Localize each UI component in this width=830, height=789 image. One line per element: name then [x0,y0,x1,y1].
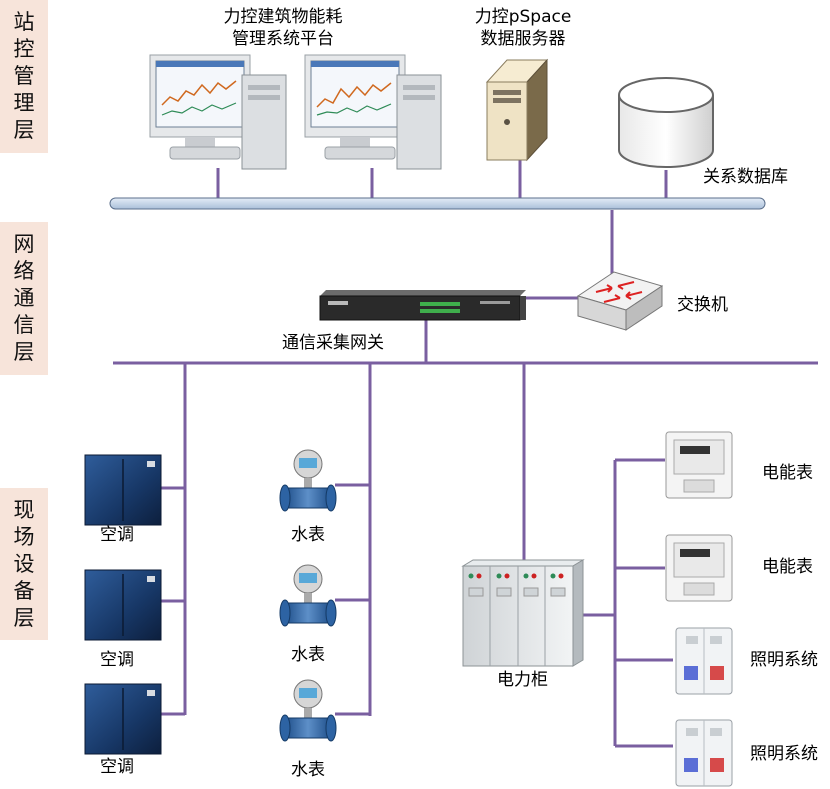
energy-meter-2 [665,534,733,602]
air-conditioner-1 [84,454,162,526]
water-meter-2 [279,564,337,627]
power-cabinet-icon [461,559,585,667]
energy-meter-label-2: 电能表 [762,557,813,577]
gateway-label: 通信采集网关 [282,333,384,353]
water-meter-label-3: 水表 [291,760,325,780]
lighting-label-2: 照明系统 [750,744,818,764]
air-conditioner-3 [84,683,162,755]
gateway-device [319,290,526,321]
database-icon [618,77,714,168]
ac-label-3: 空调 [100,757,134,777]
water-meter-label-1: 水表 [291,525,325,545]
connection-lines [113,160,818,748]
water-meter-1 [279,449,337,512]
switch-label: 交换机 [677,295,728,315]
water-meter-3 [279,679,337,742]
energy-meter-1 [665,431,733,499]
power-cabinet-label: 电力柜 [497,670,548,690]
database-label: 关系数据库 [703,167,788,187]
ac-label-2: 空调 [100,650,134,670]
water-meter-label-2: 水表 [291,645,325,665]
switch-icon [576,271,664,331]
workstation-2 [304,54,442,170]
lighting-breaker-2 [675,719,733,787]
air-conditioner-2 [84,569,162,641]
lighting-label-1: 照明系统 [750,650,818,670]
workstation-1 [149,54,287,170]
lighting-breaker-1 [675,627,733,695]
layer-label-field: 现场设备层 [0,488,48,640]
layer-label-station: 站控管理层 [0,0,48,153]
server-label-line1: 力控pSpace [474,7,572,27]
ac-label-1: 空调 [100,525,134,545]
platform-label-line1: 力控建筑物能耗 [223,7,343,27]
energy-meter-label-1: 电能表 [762,463,813,483]
layer-label-network: 网络通信层 [0,222,48,375]
server-label-line2: 数据服务器 [480,29,566,49]
server-icon [485,58,549,162]
platform-label-line2: 管理系统平台 [232,29,334,49]
station-bus [109,197,766,210]
